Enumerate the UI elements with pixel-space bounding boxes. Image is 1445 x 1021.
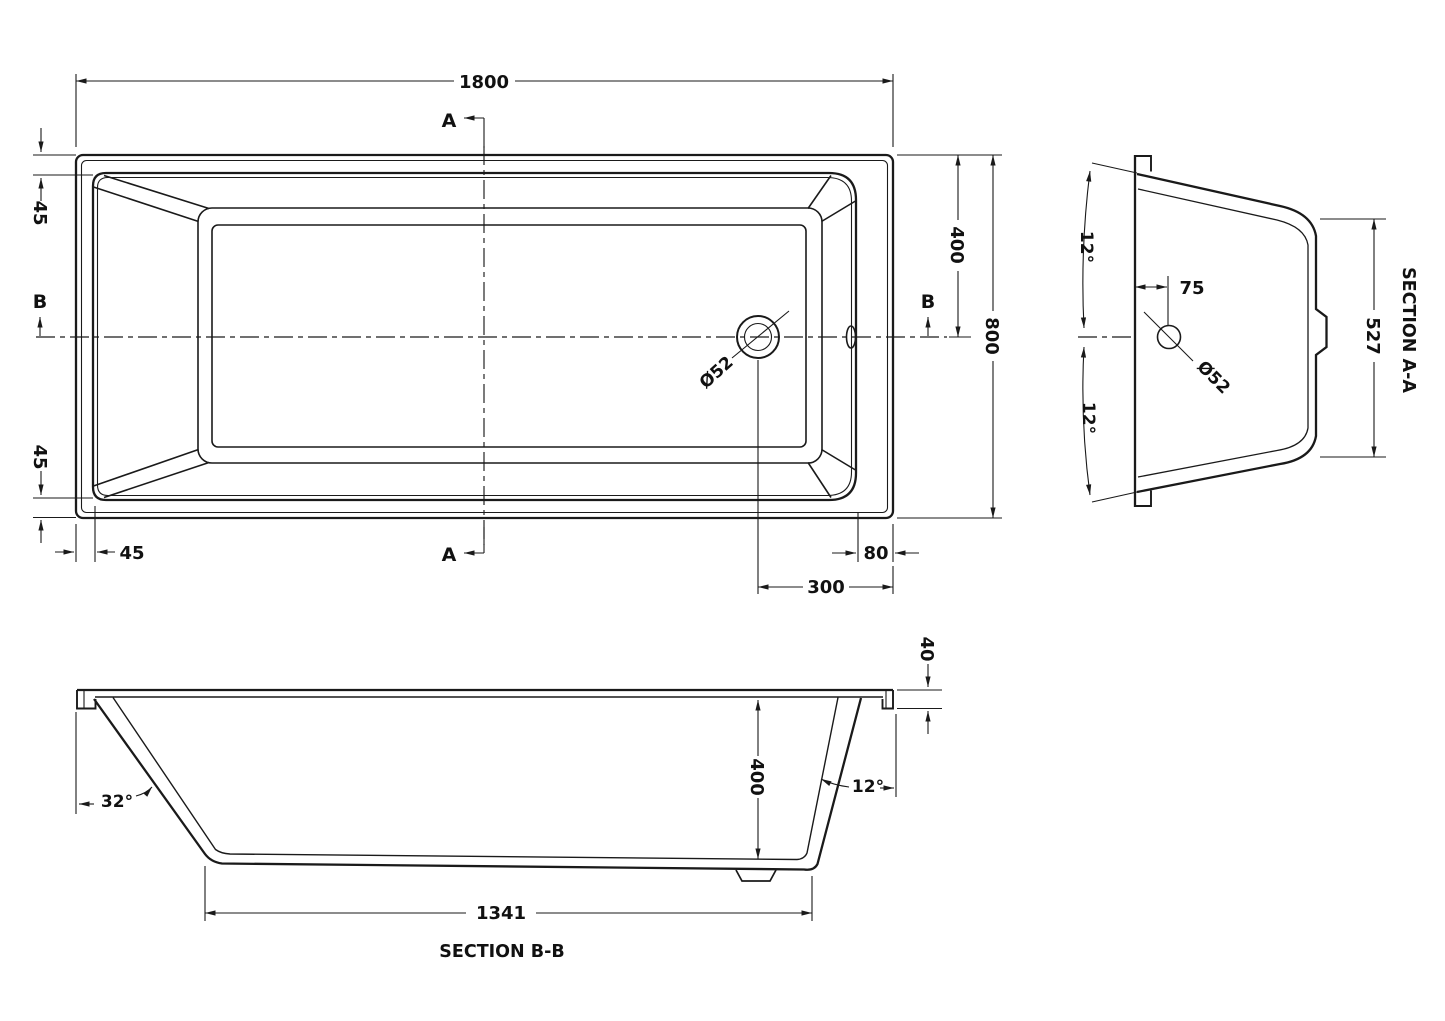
dim-half-width-text: 400	[946, 226, 967, 264]
plan-rim-opening	[91, 171, 858, 502]
dim-aa-drain-offset: 75	[1135, 276, 1205, 325]
dim-rim-foot-text: 80	[863, 543, 888, 564]
dim-drain-offset: 300	[757, 360, 894, 598]
dim-plan-length-text: 1800	[459, 72, 509, 93]
aa-inner-profile	[1137, 188, 1309, 478]
bb-inner-profile	[112, 697, 839, 861]
bb-rim-lip-left	[76, 690, 97, 710]
section-marker-b: B B	[33, 291, 935, 336]
plan-view: A A B B 1800 45	[29, 72, 1002, 598]
section-aa-title: SECTION A-A	[1398, 267, 1418, 393]
dim-rim-head-text: 45	[119, 543, 144, 564]
plan-drain-dia-text: Ø52	[696, 353, 738, 393]
dim-width-text: 800	[981, 317, 1002, 355]
dim-rim-side-bottom-text: 45	[29, 444, 50, 469]
aa-drain	[1156, 324, 1182, 350]
dim-bb-angle-foot: 12°	[820, 714, 897, 797]
dim-bb-floor-length-text: 1341	[476, 903, 526, 924]
dim-aa-angle-bottom-text: 12°	[1078, 402, 1098, 434]
dim-width: 800	[897, 155, 1002, 519]
section-bb-title: SECTION B-B	[439, 942, 564, 962]
plan-rim-opening-fillet	[96, 176, 853, 497]
section-marker-a: A A	[442, 110, 485, 566]
section-marker-a-label: A	[442, 110, 457, 132]
dim-aa-angle-top-text: 12°	[1076, 231, 1096, 263]
dim-aa-drain-offset-text: 75	[1179, 278, 1204, 299]
aa-rim-lip-bottom	[1135, 490, 1152, 507]
aa-outer-profile	[1136, 172, 1328, 494]
dim-bb-floor-length: 1341	[204, 866, 813, 924]
aa-rim-lip-top	[1135, 155, 1152, 172]
dim-rim-head: 45	[55, 506, 145, 564]
dim-bb-rim-edge: 40	[897, 636, 942, 734]
dim-aa-angle-bottom: 12°	[1078, 346, 1138, 503]
dim-half-width: 400	[897, 154, 1002, 338]
dim-bb-angle-head: 32°	[75, 712, 153, 814]
aa-drain-leader	[1143, 311, 1194, 362]
plan-drain-leader	[731, 310, 790, 359]
dim-bb-depth: 400	[746, 700, 767, 859]
dim-bb-rim-edge-text: 40	[916, 636, 937, 661]
dim-bb-angle-foot-text: 12°	[852, 777, 884, 797]
dim-aa-floor-width-text: 527	[1362, 317, 1383, 355]
dim-plan-length: 1800	[75, 72, 894, 147]
bb-outer-profile	[93, 697, 863, 871]
dim-bb-depth-text: 400	[746, 758, 767, 796]
dim-rim-side-top-text: 45	[29, 200, 50, 225]
section-marker-b-label: B	[33, 291, 47, 313]
dim-aa-floor-width: 527	[1320, 218, 1386, 458]
section-marker-a-label2: A	[442, 544, 457, 566]
dim-rim-foot: 80	[832, 512, 919, 564]
section-aa-view: Ø52 75 12° 12° 527 SECTION A-A	[1076, 155, 1418, 507]
dim-rim-side-top: 45	[29, 128, 93, 226]
dim-drain-offset-text: 300	[807, 577, 845, 598]
dim-aa-angle-top: 12°	[1076, 162, 1138, 329]
plan-wall-bottom	[197, 207, 823, 464]
dim-bb-angle-head-text: 32°	[101, 792, 133, 812]
dim-rim-side-bottom: 45	[29, 444, 93, 543]
aa-drain-dia-text: Ø52	[1193, 357, 1234, 398]
section-bb-view: 32° 12° 400 40 134	[75, 636, 942, 962]
bb-waste-boss	[735, 869, 777, 882]
bb-rim-lip-right	[881, 690, 894, 710]
plan-corner-slope-edges	[93, 174, 856, 499]
section-marker-b-label2: B	[921, 291, 935, 313]
plan-floor	[211, 224, 807, 448]
